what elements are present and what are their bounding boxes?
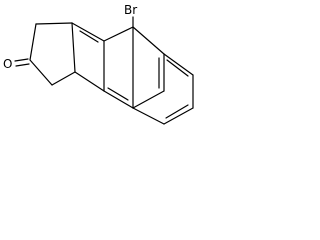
bond-c-ch2-a: [35, 22, 73, 25]
bond-b3: [163, 107, 194, 125]
bond-b4: [132, 107, 165, 125]
bond-b1: [163, 53, 194, 76]
atom-label-o: O: [3, 57, 12, 71]
bond-m-inner-1: [79, 30, 99, 43]
bond-b-inner-2: [165, 104, 189, 119]
bond-m6: [103, 90, 134, 109]
bond-m1: [71, 22, 105, 42]
bond-m-inner-2: [107, 87, 129, 101]
bond-m3: [132, 26, 165, 55]
carbonyl-group: [14, 58, 30, 67]
bond-ring-fusion-ch2: [71, 22, 76, 73]
atom-label-br: Br: [124, 3, 137, 17]
bond-b-inner-1: [166, 59, 189, 77]
bond-m5: [132, 90, 165, 109]
chemical-structure-canvas: Br O: [0, 0, 220, 150]
brominated-cyclopenta-naphthalenone-structure: Br O: [3, 3, 194, 125]
bond-m7: [74, 71, 105, 92]
benzene-ring: [132, 53, 194, 125]
cyclopentanone-ring: [29, 22, 76, 86]
bond-ch2-ch2: [29, 23, 37, 61]
bond-ch2-carbonyl: [29, 59, 53, 86]
bond-carbonyl-ring-fusion: [51, 71, 76, 86]
middle-aromatic-ring: [71, 22, 165, 109]
bond-c-o-double-1: [14, 58, 29, 62]
bond-m2: [103, 26, 134, 42]
bond-c-o-double-2: [15, 63, 30, 67]
